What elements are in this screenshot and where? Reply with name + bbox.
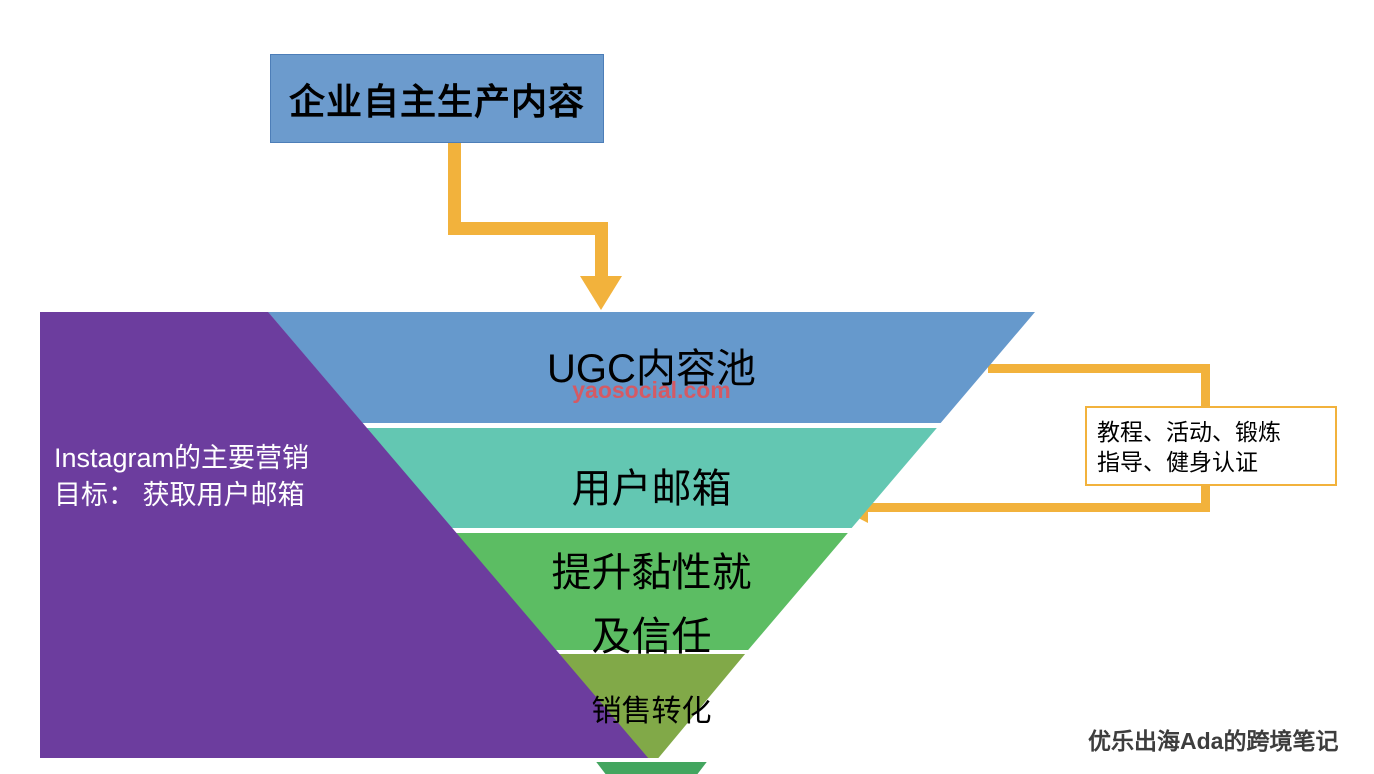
source-arrow-segment-vertical-1 xyxy=(448,143,461,235)
funnel-label-sales-conversion: 销售转化 xyxy=(591,695,712,728)
funnel-tip xyxy=(596,762,707,774)
goal-banner-text: Instagram的主要营销 目标： 获取用户邮箱 xyxy=(54,440,414,514)
callout-line2: 指导、健身认证 xyxy=(1097,449,1258,475)
funnel-layer-user-email xyxy=(366,428,937,528)
funnel-label-stickiness-line1: 提升黏性就 xyxy=(551,551,752,595)
funnel-label-user-email: 用户邮箱 xyxy=(571,467,732,511)
source-content-label: 企业自主生产内容 xyxy=(288,80,585,122)
funnel-label-ugc-pool: UGC内容池 xyxy=(547,347,756,391)
funnel-layer-ugc-pool xyxy=(268,312,1035,423)
callout-box: 教程、活动、锻炼 指导、健身认证 xyxy=(1085,406,1337,486)
footer-watermark: 优乐出海Ada的跨境笔记 xyxy=(1088,728,1339,754)
callout-connector-top xyxy=(988,364,1210,373)
source-arrow-segment-vertical-2 xyxy=(595,222,608,278)
site-watermark: yaosocial.com xyxy=(572,377,731,403)
callout-connector-bottom xyxy=(864,503,1210,512)
goal-banner-line1: Instagram的主要营销 xyxy=(54,443,310,473)
goal-banner-line2: 目标： 获取用户邮箱 xyxy=(54,480,305,510)
source-content-box: 企业自主生产内容 xyxy=(270,54,604,143)
funnel-label-stickiness-line2: 及信任 xyxy=(591,615,712,659)
source-arrow-down-head-icon xyxy=(580,276,622,310)
callout-line1: 教程、活动、锻炼 xyxy=(1097,419,1281,445)
source-arrow-segment-horizontal xyxy=(448,222,608,235)
